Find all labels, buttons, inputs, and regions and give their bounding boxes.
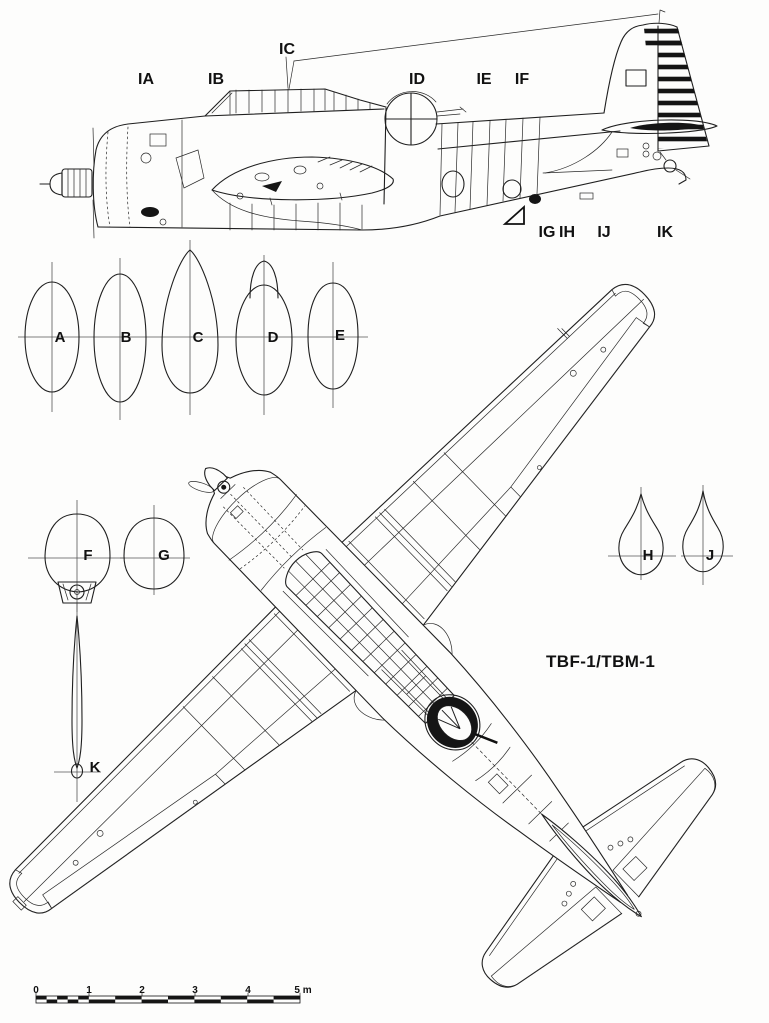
exhaust-stack	[141, 207, 159, 217]
wing-root-shadow	[262, 181, 282, 192]
tailplane-top	[481, 758, 717, 988]
scale-tick-0: 0	[33, 985, 39, 996]
station-label-ic: IC	[279, 41, 295, 58]
right-trim-tab	[622, 855, 648, 881]
section-label-k: K	[90, 759, 101, 776]
blade-profile	[71, 615, 83, 769]
ventral-hatch	[487, 773, 509, 795]
elevator-side	[630, 122, 702, 131]
section-label-c: C	[193, 329, 204, 346]
fin-top	[541, 813, 642, 918]
propeller-hub	[39, 127, 95, 239]
station-labels-top: IA IB IC ID IE IF	[138, 41, 529, 88]
fuselage-cross-sections: A B C D E	[18, 240, 368, 420]
section-label-e: E	[335, 327, 345, 344]
pitot-tube	[557, 328, 570, 339]
type-title: TBF-1/TBM-1	[546, 652, 655, 671]
carb-intake	[229, 505, 244, 519]
scale-tick-1: 1	[86, 985, 92, 996]
scale-tick-3: 3	[192, 985, 198, 996]
tailplane-side	[601, 119, 718, 135]
rudder-stripes	[658, 28, 708, 149]
section-h-shape	[618, 493, 664, 576]
fuselage-windows	[441, 170, 594, 225]
scale-tick-4: 4	[245, 985, 251, 996]
section-label-b: B	[121, 329, 132, 346]
left-aileron	[42, 773, 226, 909]
station-labels-bottom: IG IH IJ IK	[539, 224, 674, 241]
side-view: IA IB IC ID IE IF IG IH IJ IK	[39, 9, 718, 241]
fin-panel	[625, 69, 647, 87]
section-b-shape	[93, 273, 147, 403]
station-label-ie: IE	[476, 71, 491, 88]
section-a-shape	[24, 281, 80, 393]
spinner-top	[188, 467, 236, 499]
station-label-ik: IK	[657, 224, 673, 241]
cockpit-details	[140, 133, 205, 226]
dark-window	[529, 194, 541, 204]
left-trim-tab	[580, 896, 606, 922]
section-e-shape	[307, 282, 359, 390]
station-label-ij: IJ	[597, 224, 610, 241]
right-elevator	[612, 767, 716, 898]
fairing-cross-sections: H J	[608, 485, 733, 585]
canopy-top	[285, 551, 455, 724]
section-label-g: G	[158, 547, 170, 564]
cowl-cross-sections: F G	[28, 500, 190, 612]
section-d-shape	[235, 260, 293, 396]
left-elevator	[490, 886, 623, 987]
canopy-side	[204, 88, 385, 117]
fin-stripes	[644, 27, 682, 48]
left-wing-top	[9, 606, 387, 914]
right-wing-top	[341, 283, 656, 657]
station-ic-leader	[285, 56, 289, 89]
left-wingtip-band	[9, 869, 53, 914]
section-g-shape	[123, 517, 185, 590]
gun-turret-side	[384, 91, 467, 146]
propeller-blade-section: K	[54, 604, 101, 802]
station-label-ig: IG	[539, 224, 556, 241]
tail-side	[601, 9, 718, 180]
tail-light	[635, 910, 642, 917]
section-label-a: A	[55, 329, 66, 346]
station-label-ih: IH	[559, 224, 575, 241]
left-tip-light	[12, 896, 27, 911]
station-label-ia: IA	[138, 71, 154, 88]
section-j-shape	[682, 490, 724, 573]
section-label-d: D	[268, 329, 279, 346]
right-wingtip-band	[611, 284, 655, 328]
scale-bar-segments	[35, 992, 301, 1004]
wing-root-side	[211, 156, 394, 231]
fuselage-side	[92, 88, 687, 231]
prop-blade	[188, 481, 214, 493]
station-label-ib: IB	[208, 71, 224, 88]
section-c-shape	[161, 249, 219, 394]
gun-turret-top	[424, 694, 498, 751]
blade-root	[70, 763, 84, 779]
top-view	[9, 283, 717, 988]
scale-end-label: 5 m	[294, 985, 311, 996]
section-label-f: F	[83, 547, 92, 564]
section-f-shape	[44, 513, 111, 593]
scale-bar: 0 1 2 3 4 5 m	[33, 985, 312, 1004]
antenna	[285, 13, 659, 90]
section-f-intake	[57, 581, 97, 604]
turret-gun-barrel	[474, 732, 498, 744]
station-label-id: ID	[409, 71, 425, 88]
tail-wheel	[663, 159, 677, 173]
ventral-window	[502, 204, 525, 225]
right-aileron	[510, 317, 651, 498]
scale-tick-2: 2	[139, 985, 145, 996]
section-label-h: H	[643, 547, 654, 564]
section-label-j: J	[706, 547, 714, 564]
station-label-if: IF	[515, 71, 529, 88]
